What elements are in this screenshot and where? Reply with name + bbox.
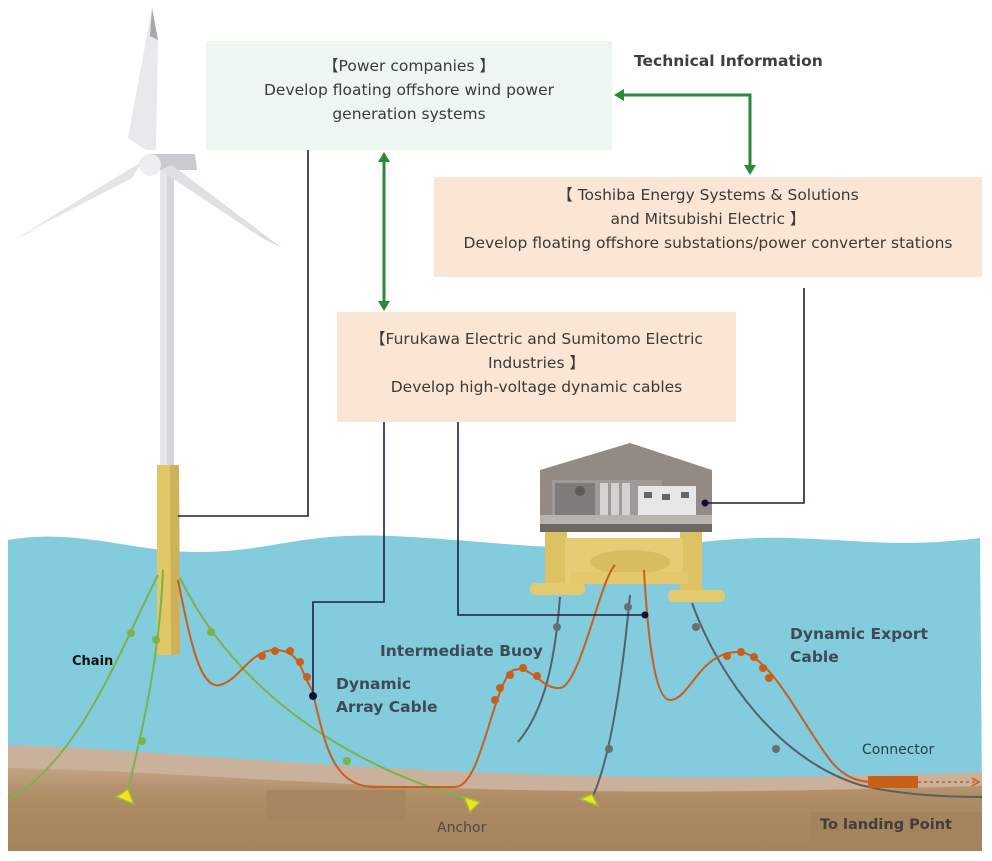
arrow-head-down	[378, 301, 390, 311]
connector-label: Connector	[862, 742, 935, 758]
technical-information-arrows	[382, 93, 752, 304]
leader-dots	[309, 499, 709, 700]
seabed-block-right	[810, 812, 982, 842]
arrow-head-up	[378, 152, 390, 162]
connector	[868, 776, 918, 788]
dynamic-array-cable-label: Dynamic Array Cable	[336, 673, 438, 719]
leader-lines	[178, 150, 805, 696]
chain-markers	[127, 628, 351, 765]
box-title: 【Furukawa Electric and Sumitomo Electric	[370, 330, 703, 348]
seabed	[8, 768, 982, 851]
power-companies-box: 【Power companies 】 Develop floating offs…	[206, 41, 612, 150]
dynamic-export-cable-label: Dynamic Export Cable	[790, 623, 928, 669]
chain-label: Chain	[72, 654, 114, 669]
buoyancy-modules	[258, 647, 773, 704]
label-line: Cable	[790, 648, 839, 666]
wind-turbine	[12, 8, 282, 655]
box-title: 【 Toshiba Energy Systems & Solutions	[557, 186, 859, 204]
box-title: 【Power companies 】	[323, 57, 495, 75]
box-title: Industries 】	[488, 354, 585, 372]
toshiba-mitsubishi-box: 【 Toshiba Energy Systems & Solutions and…	[434, 177, 982, 277]
anchor-icon	[577, 793, 600, 808]
seabed-block	[267, 790, 405, 820]
box-desc: Develop high-voltage dynamic cables	[390, 378, 683, 396]
arrow-head-down	[744, 165, 756, 175]
intermediate-buoy-label: Intermediate Buoy	[380, 642, 543, 660]
mooring-markers	[553, 603, 780, 753]
anchor-icon	[462, 795, 482, 814]
anchor-label: Anchor	[437, 820, 487, 836]
anchors	[114, 787, 600, 814]
floating-substation	[530, 443, 725, 602]
mooring-chains	[7, 569, 471, 801]
arrow-head-left	[614, 89, 624, 101]
label-line: Array Cable	[336, 698, 438, 716]
box-desc: generation systems	[332, 105, 486, 123]
label-line: Dynamic Export	[790, 625, 928, 643]
label-line: Dynamic	[336, 675, 412, 693]
technical-information-label: Technical Information	[634, 52, 823, 70]
box-title: and Mitsubishi Electric 】	[610, 210, 806, 228]
substation-mooring	[517, 594, 983, 799]
to-landing-point-label: To landing Point	[820, 817, 952, 833]
sea	[8, 535, 982, 800]
box-desc: Develop floating offshore wind power	[264, 81, 554, 99]
anchor-icon	[114, 787, 136, 806]
box-desc: Develop floating offshore substations/po…	[463, 234, 953, 252]
furukawa-sumitomo-box: 【Furukawa Electric and Sumitomo Electric…	[337, 312, 736, 422]
